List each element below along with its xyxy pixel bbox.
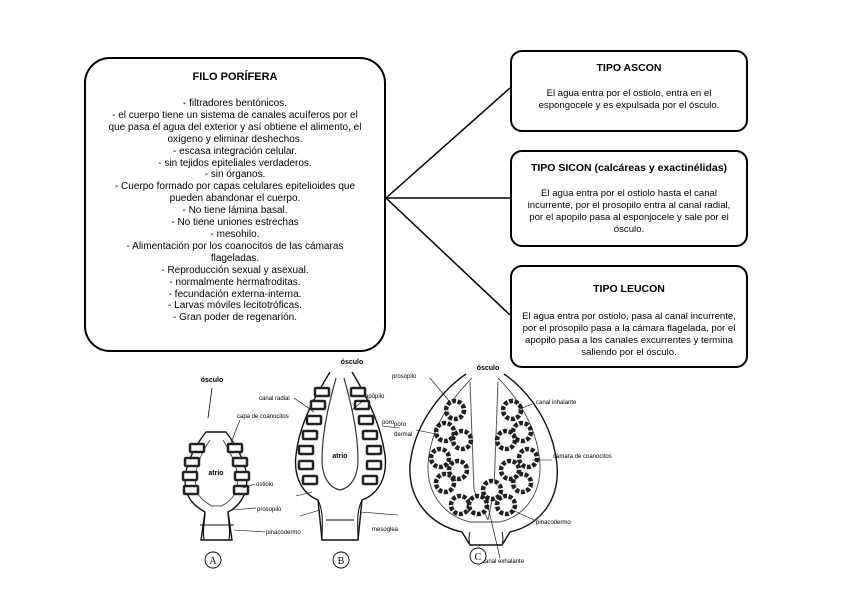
letter-c-circle — [469, 547, 487, 565]
filo-porifera-line: - Cuerpo formado por capas celulares epi… — [114, 181, 356, 193]
tipo-ascon-text: El agua entra por el ostiolo, entra en e… — [538, 88, 720, 111]
label-a-atrio: atrio — [208, 470, 223, 477]
diagram-sicon: ósculo canal radial apópilo atrio poro m… — [259, 359, 401, 569]
tipo-ascon-box: TIPO ASCON El agua entra por el ostiolo,… — [510, 50, 748, 132]
tipo-leucon-title: TIPO LEUCON — [593, 283, 665, 295]
filo-porifera-line: que pasa el agua del exterior y así obti… — [108, 121, 362, 133]
filo-porifera-line: - sin órganos. — [204, 169, 266, 181]
label-c-pinacodermo: pinacodermo — [536, 520, 571, 526]
filo-porifera-line: - Gran poder de regenarión. — [173, 312, 297, 324]
filo-porifera-title: FILO PORÍFERA — [192, 71, 278, 83]
label-c-dermal: dermal — [394, 432, 412, 438]
label-b-poro: poro — [382, 420, 395, 426]
filo-porifera-line: pueden abandonar el cuerpo. — [169, 193, 301, 205]
label-a-pinacodermo: pinacodermo — [266, 530, 301, 536]
label-c-poro: poro — [394, 422, 407, 428]
label-c-canal-inhalante: canal inhalante — [536, 400, 577, 406]
tipo-leucon-box: TIPO LEUCON El agua entra por ostiolo, p… — [510, 265, 748, 368]
label-b-atrio: atrio — [332, 453, 347, 460]
filo-porifera-line: - escasa integración celular. — [173, 145, 297, 157]
tipo-ascon-title: TIPO ASCON — [596, 62, 662, 74]
tipo-sicon-title: TIPO SICON (calcáreas y exactinélidas) — [530, 162, 728, 174]
tipo-sicon-text: El agua entra por el ostiolo hasta el ca… — [527, 188, 731, 235]
filo-porifera-line: - No tiene lámina basal. — [182, 205, 288, 217]
filo-porifera-line: - Larvas móviles lecitotróficas. — [168, 300, 302, 312]
filo-porifera-line: flageladas. — [210, 252, 260, 264]
connector-ascon — [385, 87, 511, 199]
letter-a: A — [209, 556, 217, 567]
filo-porifera-box: FILO PORÍFERA - filtradores bentónicos.-… — [84, 57, 386, 352]
tipo-leucon-text: El agua entra por ostiolo, pasa al canal… — [522, 311, 736, 358]
label-b-apopilo: apópilo — [365, 394, 385, 400]
diagram-ascon: ósculo capa de coanocitos atrio ostiolo … — [181, 377, 301, 569]
label-b-mesoglea: mesoglea — [372, 527, 399, 533]
letter-a-circle — [204, 551, 222, 569]
tipo-sicon-box: TIPO SICON (calcáreas y exactinélidas) E… — [510, 150, 748, 247]
label-a-osculo: ósculo — [201, 377, 224, 384]
filo-porifera-line: - Reproducción sexual y asexual. — [161, 264, 309, 276]
letter-c: C — [475, 552, 482, 563]
label-b-canal-radial: canal radial — [259, 396, 290, 402]
label-a-capa: capa de coanocitos — [237, 414, 289, 420]
diagram-leucon: prosopilo ósculo canal inhalante poro de… — [392, 365, 612, 565]
filo-porifera-line: - sin tejidos epiteliales verdaderos. — [158, 157, 312, 169]
filo-porifera-line: - Alimentación por los coanocitos de las… — [126, 240, 344, 252]
filo-porifera-line: - normalmente hermafroditas. — [169, 276, 301, 288]
label-c-camara: cámara de coanocitos — [553, 454, 612, 460]
filo-porifera-line: oxígeno y eliminar deshechos. — [167, 133, 303, 145]
label-a-prosopilo: prosopilo — [257, 507, 282, 513]
filo-porifera-line: - filtradores bentónicos. — [183, 98, 287, 109]
label-a-ostiolo: ostiolo — [256, 482, 274, 488]
filo-porifera-line: - fecundación externa-interna. — [168, 288, 302, 300]
letter-b: B — [338, 556, 345, 567]
label-b-osculo: ósculo — [341, 359, 364, 366]
filo-porifera-line: - No tiene uniones estrechas — [171, 217, 299, 229]
letter-b-circle — [332, 551, 350, 569]
label-c-prosopilo: prosopilo — [392, 374, 417, 380]
filo-porifera-line: - mesohilo. — [210, 228, 260, 240]
label-c-osculo: ósculo — [477, 365, 500, 372]
filo-porifera-list: - filtradores bentónicos.- el cuerpo tie… — [94, 98, 376, 324]
label-c-canal-exhalante: canal exhalante — [482, 559, 525, 565]
connector-leucon — [385, 197, 511, 316]
filo-porifera-line: - el cuerpo tiene un sistema de canales … — [112, 109, 358, 121]
